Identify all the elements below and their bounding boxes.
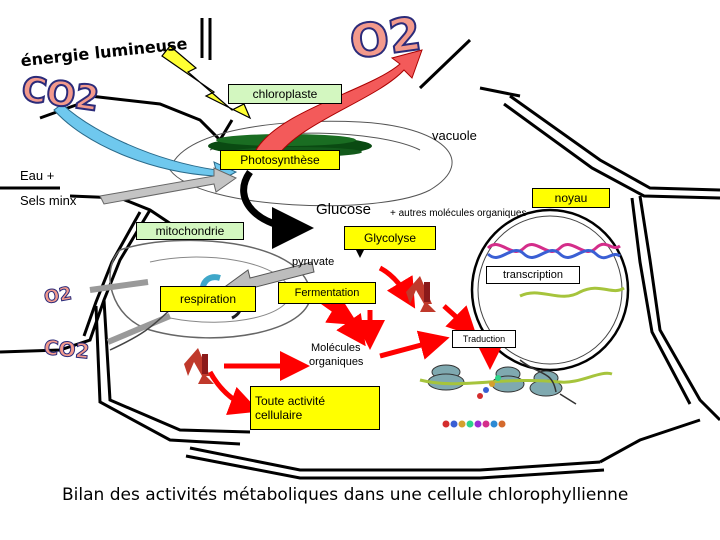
- chloroplast-label: chloroplaste: [228, 84, 342, 104]
- glucose-arrow: [240, 169, 314, 249]
- cell-walls: [0, 18, 720, 480]
- translation-label: Traduction: [452, 330, 516, 348]
- vacuole-label: vacuole: [432, 128, 477, 143]
- diagram-title: Bilan des activités métaboliques dans un…: [62, 485, 629, 505]
- cell-activity-box: Toute activité cellulaire: [250, 386, 380, 430]
- photosynthesis-label: Photosynthèse: [220, 150, 340, 170]
- cell-activity-line-2: cellulaire: [255, 408, 303, 422]
- transcription-label: transcription: [486, 266, 580, 284]
- red-flow-arrows: [207, 265, 505, 416]
- mitochondria-label: mitochondrie: [136, 222, 244, 240]
- water-input-arrow: [99, 167, 238, 205]
- organic-molecules-label-1: Molécules: [311, 342, 361, 354]
- lightning-bolt-icon: [161, 45, 252, 120]
- nucleus-label: noyau: [532, 188, 610, 208]
- fermentation-label: Fermentation: [278, 282, 376, 304]
- cell-activity-line-1: Toute activité: [255, 394, 326, 408]
- o2-small-text: O2: [42, 283, 73, 309]
- salts-label: Sels minx: [20, 193, 77, 208]
- organic-molecules-label-2: organiques: [309, 356, 364, 368]
- glycolysis-label: Glycolyse: [344, 226, 436, 250]
- atp-molecule-icon: [184, 276, 436, 384]
- co2-small-text: CO2: [43, 335, 91, 364]
- energie-wordart-text: énergie lumineuse: [20, 34, 189, 70]
- o2-release-arrow: [255, 49, 423, 159]
- vacuole-shape: [169, 120, 453, 207]
- nucleus-shape: [470, 208, 630, 372]
- mrna-strand: [519, 286, 625, 298]
- protein-chain-icon: [442, 375, 506, 428]
- co2-big-text: CO2: [19, 69, 101, 119]
- dna-helix-icon: [486, 242, 621, 260]
- o2-wordart: O2: [345, 5, 425, 70]
- co2-wordart: CO2: [18, 68, 102, 120]
- respiration-label: respiration: [160, 286, 256, 312]
- mitochondrion-outline: [109, 239, 311, 339]
- glucose-label: Glucose: [316, 201, 372, 218]
- other-molecules-label: + autres molécules organiques: [390, 208, 527, 219]
- water-label: Eau +: [20, 168, 55, 183]
- pyruvate-label: pyruvate: [292, 256, 335, 268]
- o2-big-text: O2: [346, 6, 424, 69]
